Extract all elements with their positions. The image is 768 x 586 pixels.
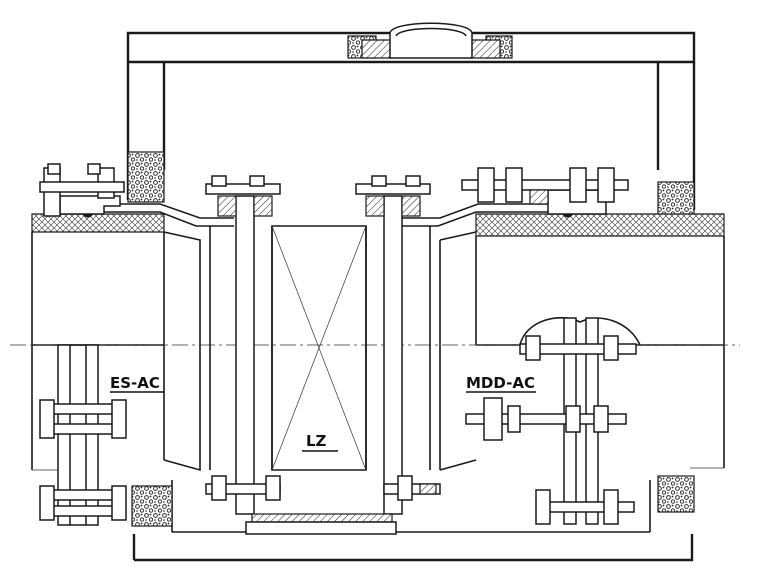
reducer-cones (163, 226, 477, 472)
label-es-ac-group: ES-AC (110, 374, 164, 393)
label-mdd-ac-group: MDD-AC (466, 374, 536, 393)
mdd-ac-clamp-top (461, 167, 629, 215)
label-lz-group: LZ (302, 432, 338, 452)
label-lz: LZ (306, 432, 327, 450)
es-ac-flange-pair (39, 344, 127, 526)
mdd-ac-flange-pair (465, 317, 641, 525)
label-es-ac: ES-AC (110, 374, 160, 392)
top-manway-cover (347, 22, 513, 59)
lz-unit (205, 175, 441, 535)
housing-frame (126, 31, 696, 562)
insulation-packing (127, 151, 695, 527)
es-ac-clamp (39, 163, 125, 217)
label-mdd-ac: MDD-AC (466, 374, 535, 392)
